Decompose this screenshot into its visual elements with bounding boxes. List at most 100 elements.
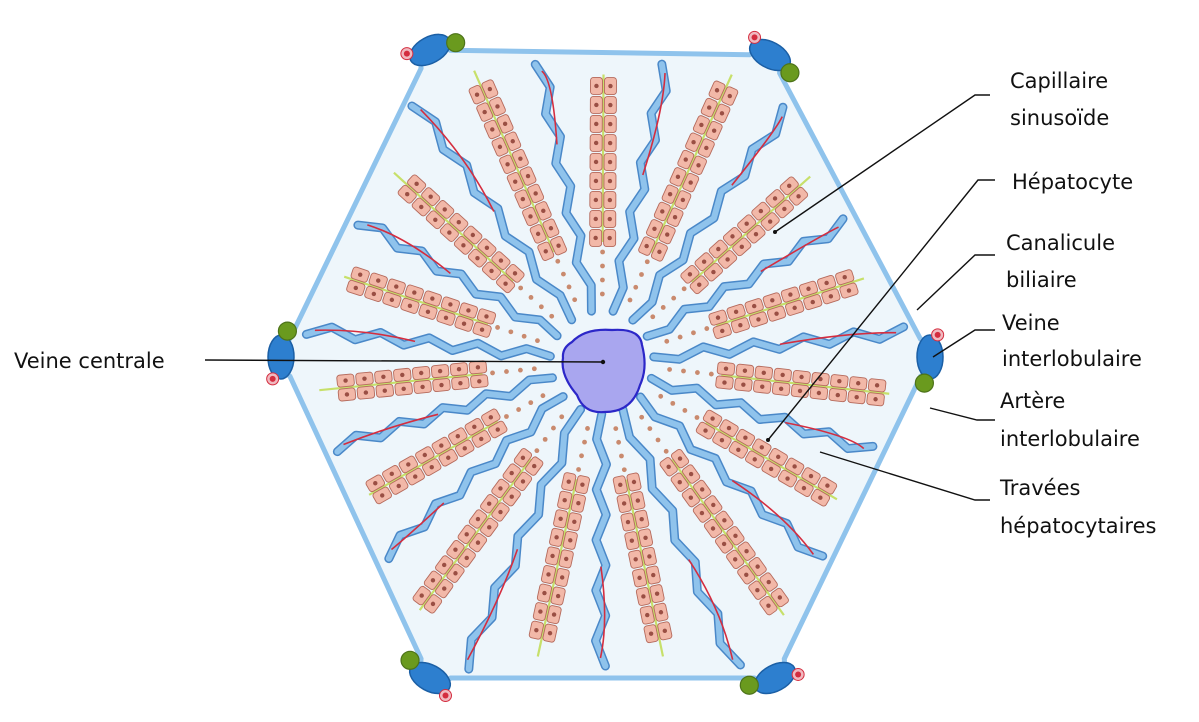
hepatocyte-nucleus [700,511,704,515]
hepatocyte-nucleus [780,373,784,377]
hepatocyte-nucleus [788,292,792,296]
hepatocyte-nucleus [364,390,368,394]
hepatocyte-dot [639,272,644,277]
label-veine-interlobulaire-line1: Veine [1002,311,1060,335]
hepatocyte-dot [667,367,672,372]
hepatocyte-dot [695,415,700,420]
hepatocyte-nucleus [875,383,879,387]
hepatocyte-nucleus [774,311,778,315]
hepatocyte-nucleus [532,464,536,468]
hepatocyte-nucleus [622,501,626,505]
hepatocyte-nucleus [521,456,525,460]
hepatocyte-nucleus [647,554,651,558]
artere-interlobulaire [752,34,758,40]
hepatocyte-nucleus [572,520,576,524]
hepatocyte-nucleus [511,139,515,143]
hepatocyte-nucleus [438,369,442,373]
hepatocyte-nucleus [666,465,670,469]
hepatocyte-nucleus [521,197,525,201]
hepatocyte-nucleus [405,192,409,196]
hepatocyte-nucleus [689,472,693,476]
hepatocyte-nucleus [463,446,467,450]
hepatocyte-nucleus [753,457,757,461]
hepatocyte-nucleus [843,275,847,279]
hepatocyte-nucleus [688,272,692,276]
hepatocyte-nucleus [722,518,726,522]
hepatocyte-nucleus [594,179,598,183]
hepatocyte-nucleus [552,612,556,616]
hepatocyte-nucleus [401,387,405,391]
label-veine-interlobulaire-line2: interlobulaire [1002,347,1142,371]
hepatocyte-dot [582,440,587,445]
hepatocyte-nucleus [697,283,701,287]
hepatocyte-nucleus [829,294,833,298]
artere-interlobulaire [404,51,410,57]
hepatocyte-dot [551,426,556,431]
hepatocyte-nucleus [549,226,553,230]
hepatocyte-nucleus [503,122,507,126]
hepatocyte-dot [678,335,683,340]
hepatocyte-nucleus [431,602,435,606]
hepatocyte-nucleus [715,88,719,92]
hepatocyte-nucleus [730,234,734,238]
canalicule-biliaire-duct [781,64,799,82]
hepatocyte-nucleus [608,122,612,126]
hepatocyte-dot [670,401,675,406]
hepatocyte-nucleus [343,378,347,382]
hepatocyte-nucleus [554,535,558,539]
hepatocyte-nucleus [728,94,732,98]
hepatocyte-nucleus [372,292,376,296]
hepatocyte-nucleus [465,556,469,560]
hepatocyte-nucleus [457,367,461,371]
hepatocyte-nucleus [521,479,525,483]
hepatocyte-nucleus [768,219,772,223]
hepatocyte-nucleus [475,92,479,96]
hepatocyte-nucleus [678,480,682,484]
hepatocyte-nucleus [722,380,726,384]
hepatocyte-nucleus [743,369,747,373]
hepatocyte-nucleus [773,196,777,200]
hepatocyte-nucleus [383,389,387,393]
hepatocyte-dot [559,414,564,419]
label-artere-line2: interlobulaire [1000,427,1140,451]
hepatocyte-dot [682,408,687,413]
hepatocyte-nucleus [513,179,517,183]
hepatocyte-nucleus [528,214,532,218]
hepatocyte-nucleus [608,198,612,202]
hepatocyte-dot [658,394,663,399]
hepatocyte-nucleus [699,123,703,127]
hepatocyte-nucleus [448,302,452,306]
hepatocyte-nucleus [505,162,509,166]
hepatocyte-nucleus [651,573,655,577]
artere-interlobulaire [795,671,801,677]
hepatocyte-nucleus [538,609,542,613]
hepatocyte-dot [600,250,605,255]
hepatocyte-nucleus [419,205,423,209]
hepatocyte-dot [579,453,584,458]
hepatocyte-nucleus [542,591,546,595]
hepatocyte-nucleus [873,397,877,401]
hepatocyte-nucleus [847,288,851,292]
hepatocyte-nucleus [560,575,564,579]
hepatocyte-nucleus [734,310,738,314]
hepatocyte-nucleus [443,207,447,211]
hepatocyte-nucleus [762,371,766,375]
hepatocyte-dot [691,330,696,335]
hepatocyte-nucleus [755,564,759,568]
hepatocyte-nucleus [503,282,507,286]
hepatocyte-nucleus [471,233,475,237]
hepatocyte-dot [529,295,534,300]
hepatocyte-nucleus [423,453,427,457]
hepatocyte-nucleus [776,455,780,459]
hepatocyte-nucleus [659,610,663,614]
hepatocyte-nucleus [696,163,700,167]
hepatocyte-dot [518,286,523,291]
label-capillaire-line2: sinusoïde [1010,106,1109,130]
hepatocyte-nucleus [380,493,384,497]
hepatocyte-nucleus [426,310,430,314]
label-artere-line1: Artère [1000,389,1065,413]
hepatocyte-dot [661,305,666,310]
hepatocyte-nucleus [567,479,571,483]
hepatocyte-nucleus [373,481,377,485]
hepatocyte-nucleus [439,443,443,447]
